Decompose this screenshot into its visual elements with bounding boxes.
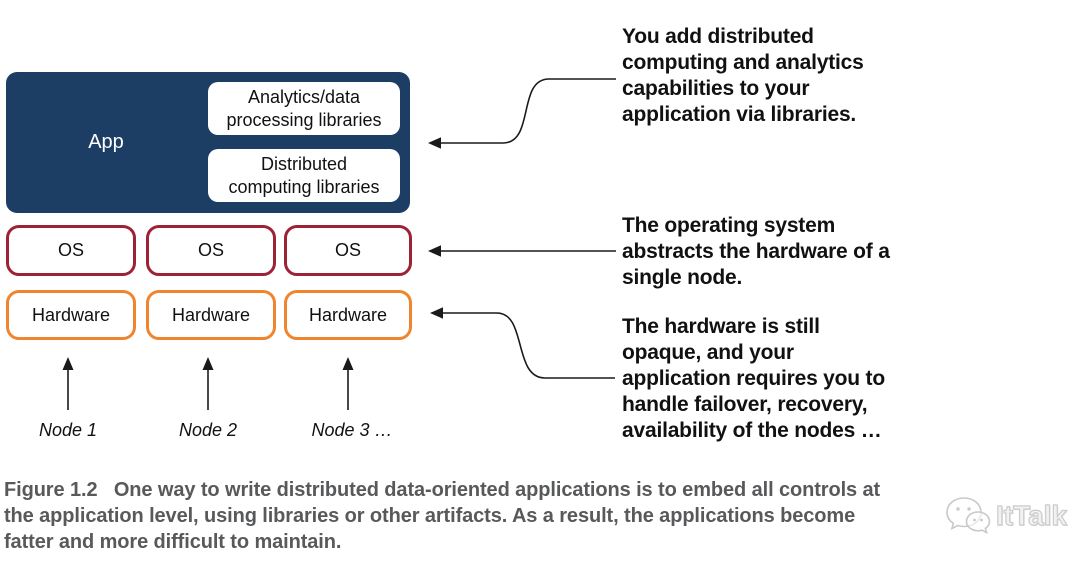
app-arrowhead [428, 137, 441, 149]
annotation-libraries: You add distributed computing and analyt… [622, 25, 864, 126]
os-label-2: OS [197, 240, 224, 260]
node-3-label: Node 3 … [311, 420, 393, 440]
annotation-hardware: The hardware is still opaque, and your a… [622, 315, 885, 442]
os-box-1: OS [6, 225, 136, 276]
distributed-libraries-label: Distributed computing libraries [228, 153, 380, 197]
hardware-box-1: Hardware [6, 290, 136, 340]
app-box: App Analytics/data processing libraries … [6, 72, 410, 213]
os-label-1: OS [57, 240, 84, 260]
analytics-libraries-label: Analytics/data processing libraries [226, 86, 382, 130]
annotation-os: The operating system abstracts the hardw… [622, 214, 890, 289]
distributed-libraries-box: Distributed computing libraries [208, 149, 400, 202]
app-connector-line [440, 78, 616, 144]
figure-caption: Figure 1.2 One way to write distributed … [4, 479, 881, 553]
chat-bubbles-icon [946, 497, 991, 535]
node-3-arrowhead [342, 357, 354, 370]
os-label-3: OS [334, 240, 361, 260]
hardware-label-3: Hardware [308, 304, 388, 325]
node-1-label: Node 1 [38, 420, 98, 440]
hardware-label-2: Hardware [171, 304, 251, 325]
hardware-box-3: Hardware [284, 290, 412, 340]
hardware-arrowhead [430, 307, 443, 319]
os-box-2: OS [146, 225, 276, 276]
hardware-label-1: Hardware [31, 304, 111, 325]
node-2-arrowhead [202, 357, 214, 370]
node-1-arrowhead [62, 357, 74, 370]
hardware-box-2: Hardware [146, 290, 276, 340]
os-arrowhead [428, 245, 441, 257]
watermark: ItTalk [944, 494, 1068, 538]
os-box-3: OS [284, 225, 412, 276]
hardware-connector-line [442, 312, 615, 379]
analytics-libraries-box: Analytics/data processing libraries [208, 82, 400, 135]
app-label: App [88, 131, 124, 153]
watermark-label: ItTalk [995, 499, 1068, 531]
node-2-label: Node 2 [178, 420, 238, 440]
